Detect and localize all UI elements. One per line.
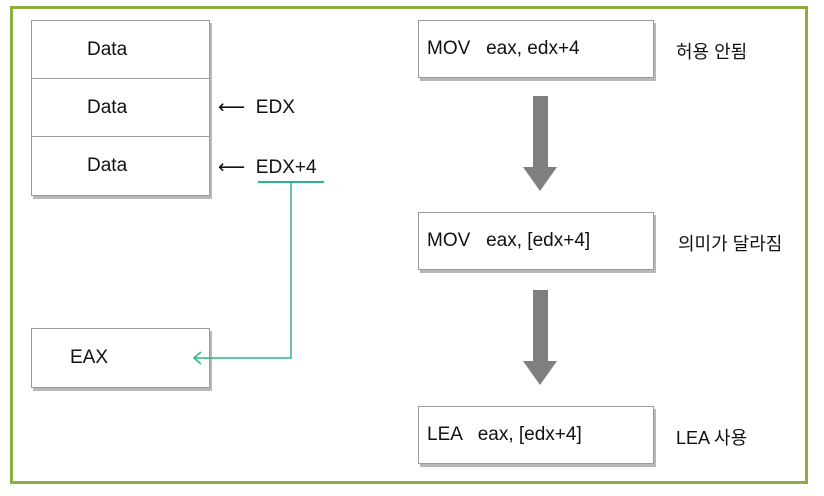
eax-register-label: EAX	[70, 347, 109, 368]
eax-register-box: EAX	[31, 328, 210, 388]
edx-pointer-label: ⟵ EDX	[218, 97, 295, 118]
instruction-text: LEA eax, [edx+4]	[427, 424, 582, 445]
note-use-lea: LEA 사용	[676, 428, 748, 448]
memory-cell-3: Data	[32, 137, 209, 195]
flow-arrow-2-shaft	[533, 290, 548, 362]
instruction-box-lea: LEA eax, [edx+4]	[418, 406, 654, 464]
diagram-frame	[10, 6, 808, 484]
flow-arrow-1-head	[523, 167, 557, 191]
note-not-allowed: 허용 안됨	[676, 42, 748, 62]
instruction-text: MOV eax, [edx+4]	[427, 230, 591, 251]
note-meaning-changes: 의미가 달라짐	[678, 234, 783, 254]
connector-arrowhead	[192, 351, 202, 365]
memory-stack: Data Data Data	[31, 20, 210, 196]
memory-cell-label: Data	[87, 155, 128, 176]
flow-arrow-1-shaft	[533, 96, 548, 168]
memory-cell-1: Data	[32, 21, 209, 79]
edx4-pointer-label: ⟵ EDX+4	[218, 157, 317, 178]
memory-cell-2: Data	[32, 79, 209, 137]
memory-cell-label: Data	[87, 96, 128, 118]
connector-path	[194, 182, 292, 359]
flow-arrow-2-head	[523, 361, 557, 385]
instruction-box-mov-deref: MOV eax, [edx+4]	[418, 212, 654, 270]
memory-cell-label: Data	[87, 38, 128, 60]
instruction-text: MOV eax, edx+4	[427, 38, 580, 59]
instruction-box-mov-invalid: MOV eax, edx+4	[418, 20, 654, 78]
